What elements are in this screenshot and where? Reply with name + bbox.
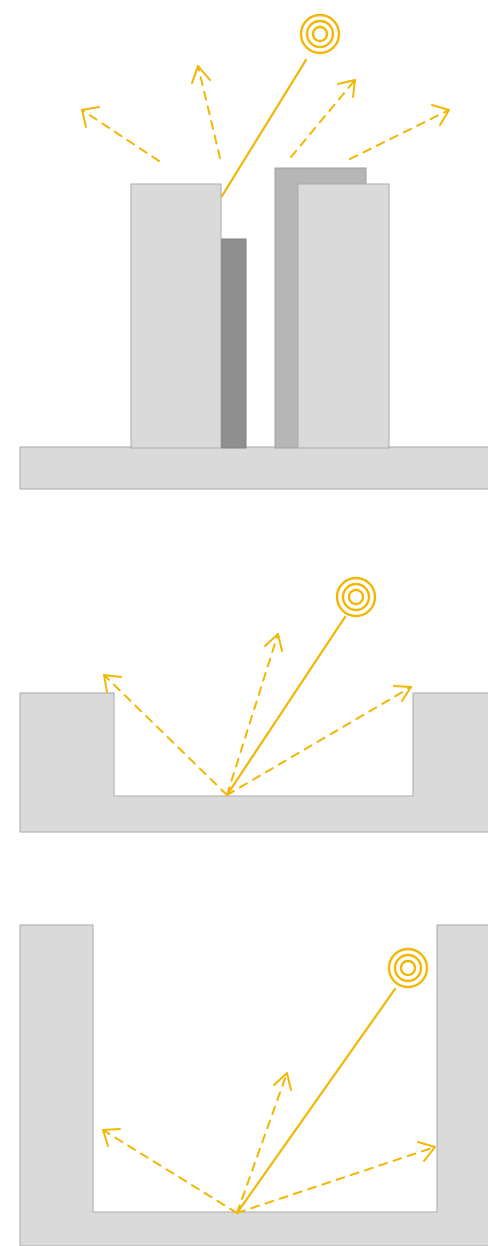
dark-tower [222, 239, 246, 448]
courtyard-mass [20, 693, 488, 832]
sun-icon [301, 15, 339, 53]
reflected-ray [237, 1142, 435, 1213]
sun-icon [389, 949, 427, 987]
courtyard-mass [20, 925, 488, 1246]
reflected-ray [291, 80, 355, 157]
direct-sun-ray [237, 989, 395, 1213]
reflected-ray [104, 675, 227, 795]
ground-slab [20, 447, 488, 489]
tower-panel [20, 15, 488, 489]
direct-sun-ray [227, 617, 345, 795]
reflected-ray [227, 634, 282, 795]
reflected-ray [192, 66, 220, 158]
sun-icon [337, 578, 375, 616]
reflected-ray [103, 1129, 237, 1213]
shallow-courtyard-panel [20, 578, 488, 832]
reflected-ray [237, 1073, 291, 1213]
left-tower [131, 184, 221, 448]
reflected-ray [350, 105, 449, 159]
reflected-ray [82, 107, 159, 161]
reflected-ray [227, 686, 411, 795]
deep-courtyard-panel [20, 925, 488, 1246]
right-tower [298, 184, 389, 448]
